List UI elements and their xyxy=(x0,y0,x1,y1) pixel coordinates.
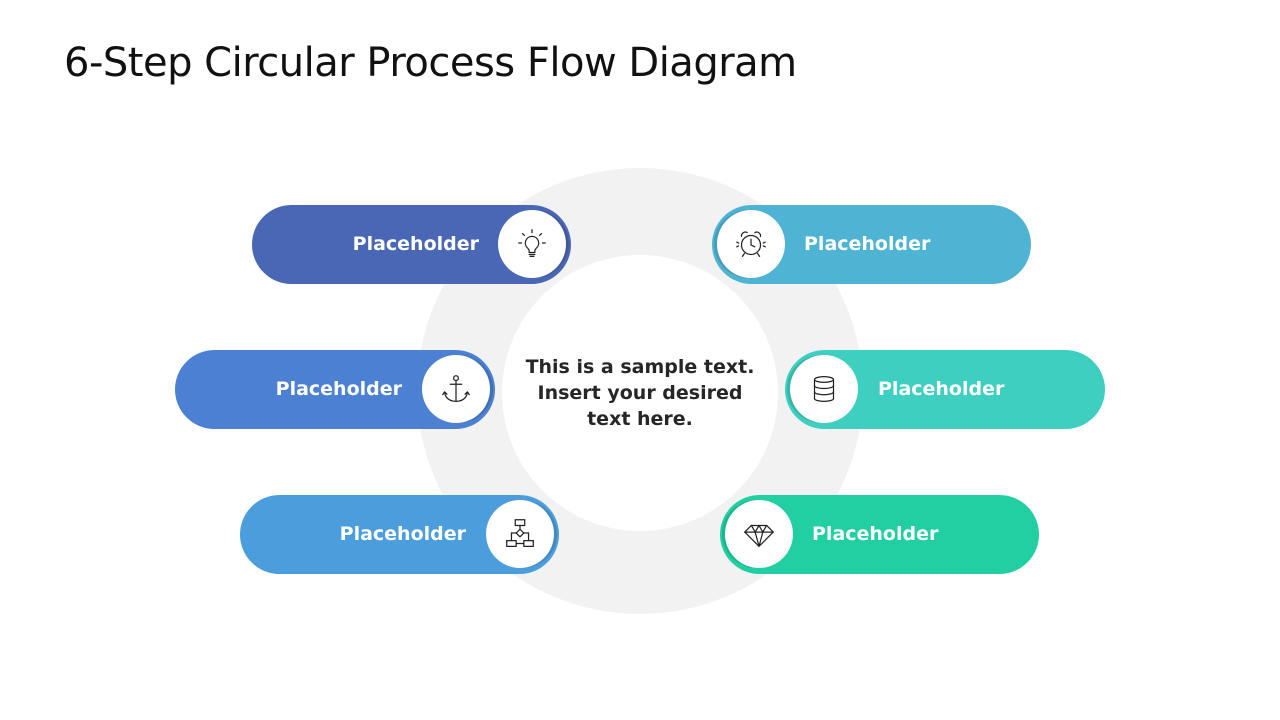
step-4-pill: Placeholder xyxy=(785,350,1105,429)
center-text-line-1: This is a sample text. xyxy=(525,356,755,378)
database-icon xyxy=(790,355,858,423)
step-2-pill: Placeholder xyxy=(712,205,1031,284)
center-circle xyxy=(502,255,778,531)
lightbulb-icon xyxy=(498,210,566,278)
step-5-label: Placeholder xyxy=(339,523,466,545)
step-6-pill: Placeholder xyxy=(720,495,1039,574)
step-5-pill: Placeholder xyxy=(240,495,559,574)
slide-title: 6-Step Circular Process Flow Diagram xyxy=(64,40,797,86)
anchor-icon xyxy=(422,355,490,423)
center-text-line-2: Insert your desired xyxy=(537,382,743,404)
step-6-label: Placeholder xyxy=(812,523,939,545)
flowchart-icon xyxy=(486,500,554,568)
step-3-pill: Placeholder xyxy=(175,350,495,429)
step-1-pill: Placeholder xyxy=(252,205,571,284)
center-text-line-3: text here. xyxy=(587,408,693,430)
alarm-clock-icon xyxy=(717,210,785,278)
diamond-icon xyxy=(725,500,793,568)
step-3-label: Placeholder xyxy=(275,378,402,400)
step-4-label: Placeholder xyxy=(878,378,1005,400)
step-1-label: Placeholder xyxy=(352,233,479,255)
center-text: This is a sample text. Insert your desir… xyxy=(515,354,765,432)
step-2-label: Placeholder xyxy=(804,233,931,255)
